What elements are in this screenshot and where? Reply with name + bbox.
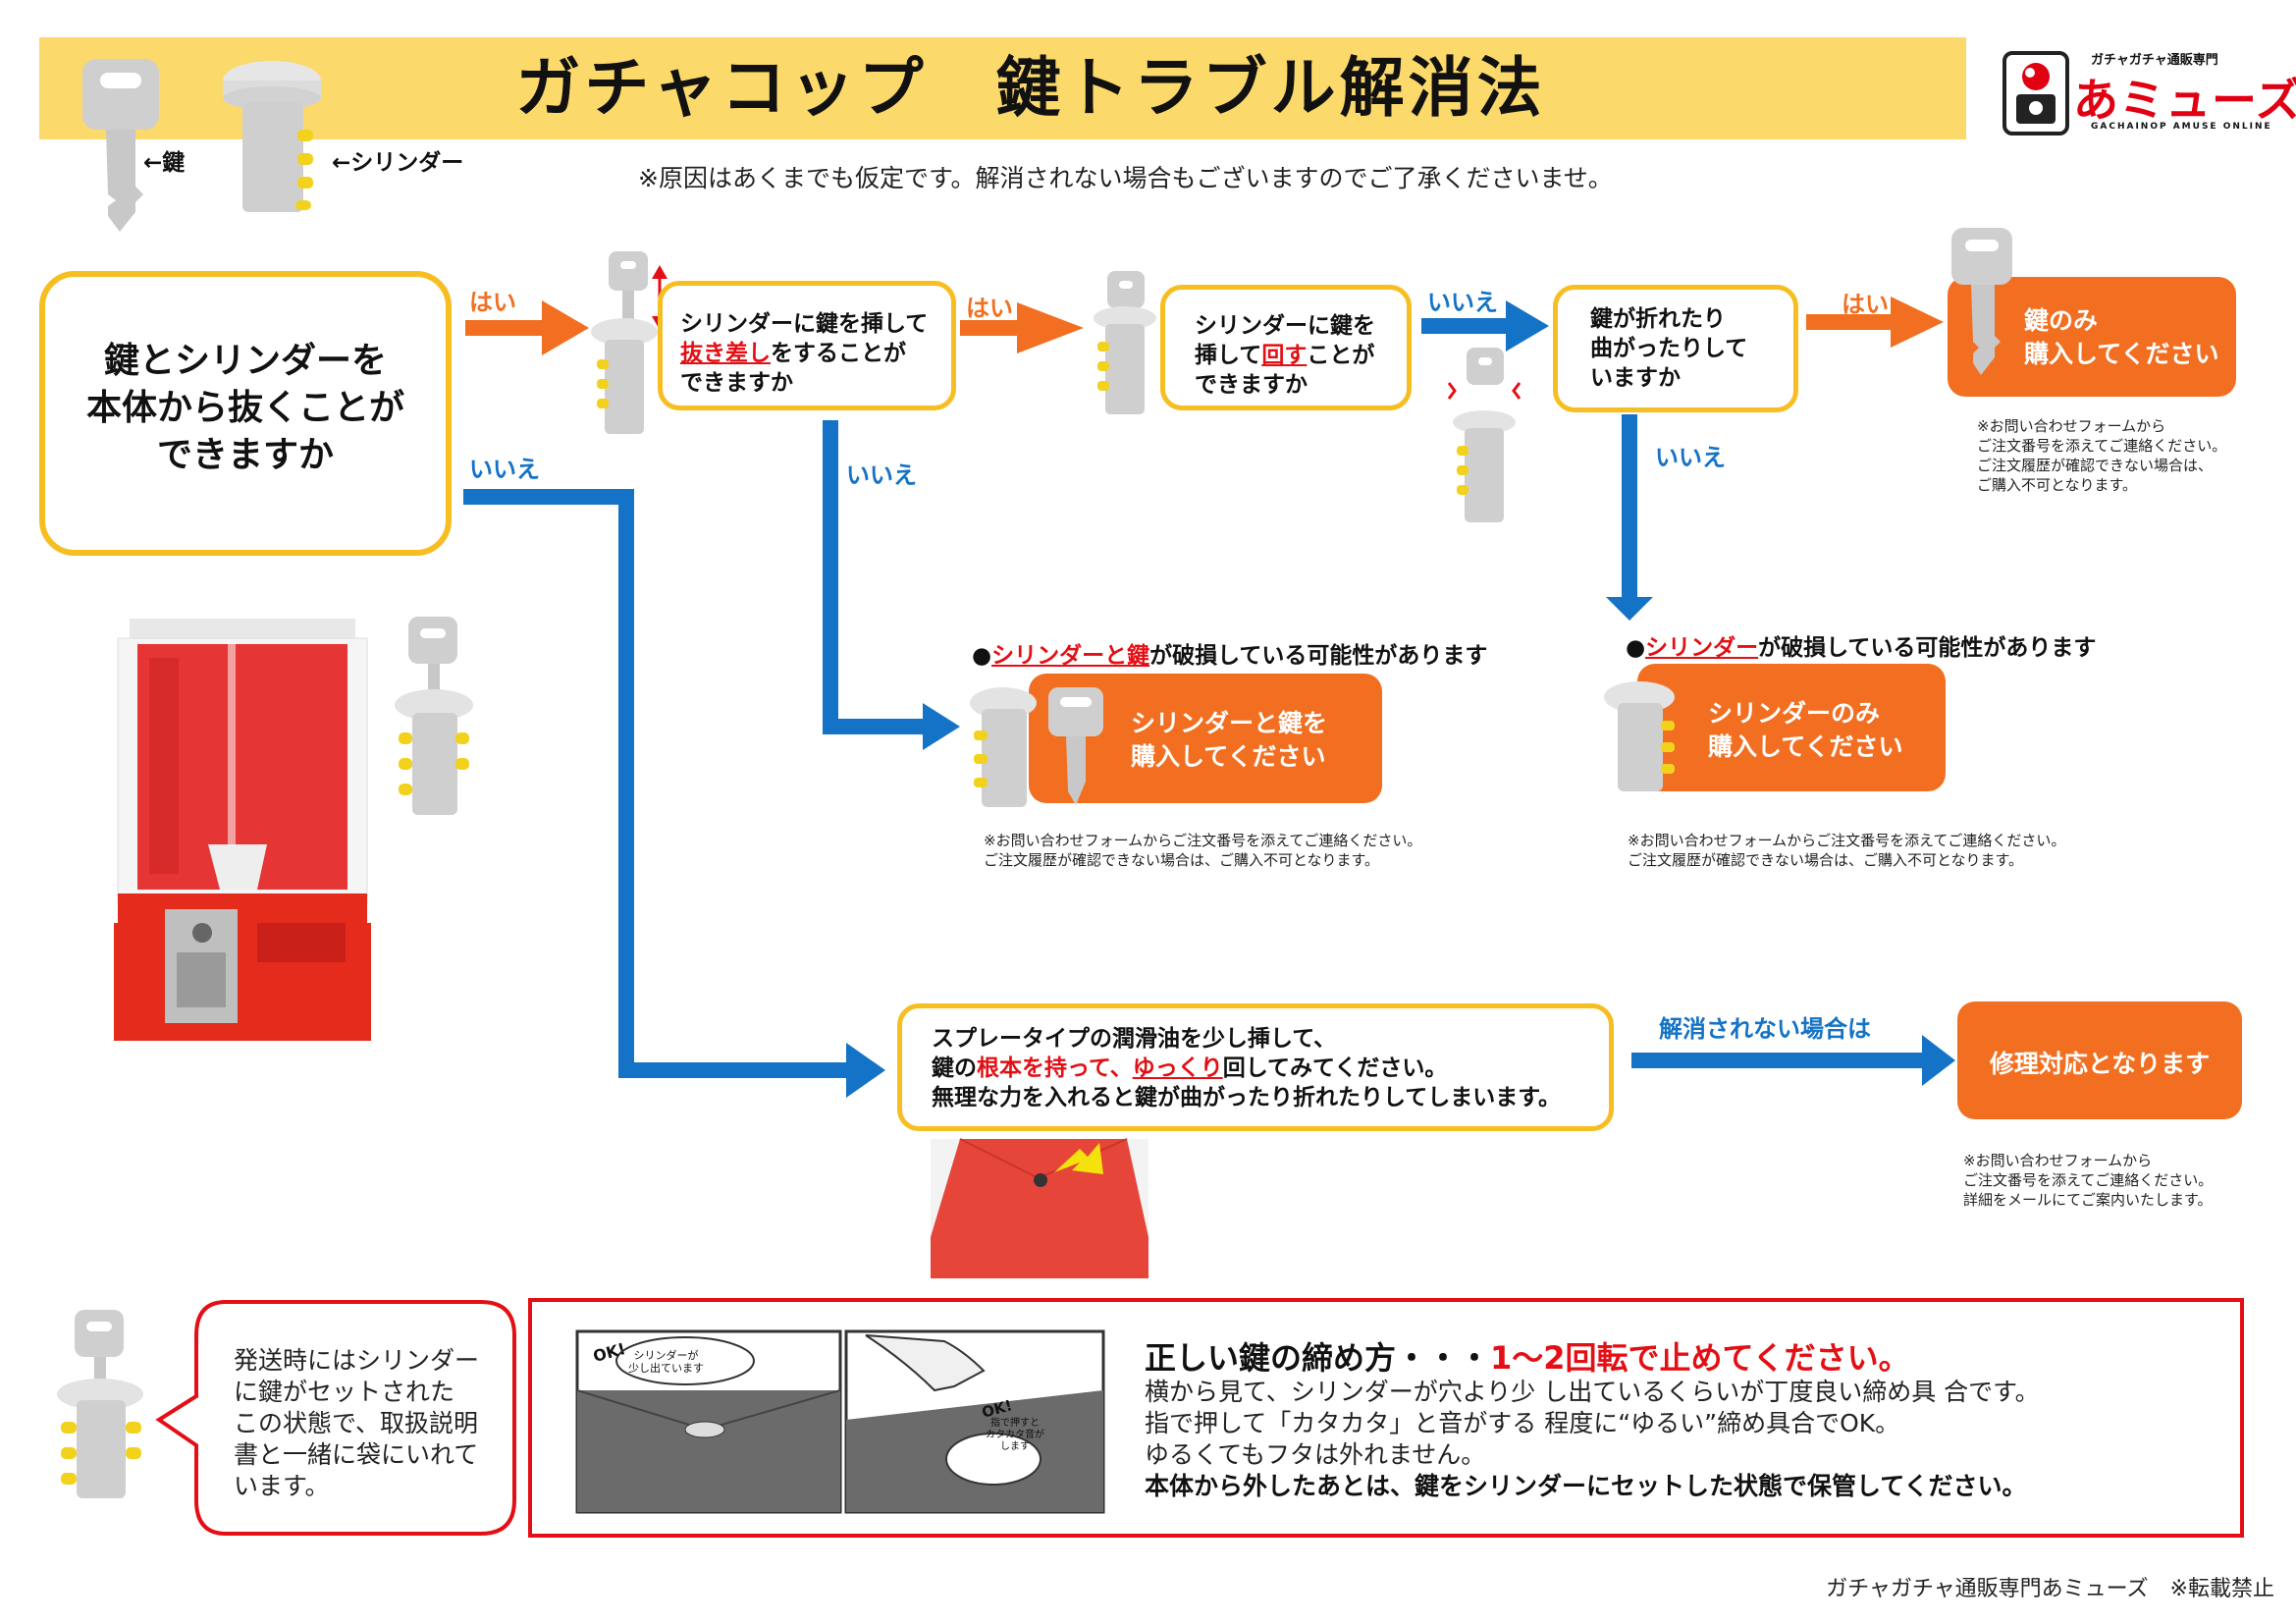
howto-line1: 横から見て、シリンダーが穴より少 し出ているくらいが丁度良い締め具 合です。: [1145, 1378, 2040, 1406]
lube-line1: スプレータイプの潤滑油を少し挿して、: [932, 1026, 1337, 1052]
shipping-set-illustration: [57, 1310, 143, 1498]
result-key-only-text: 鍵のみ 購入してください: [2024, 306, 2219, 368]
warn-cylinder-em: シリンダー: [1645, 635, 1759, 661]
howto-line2: 指で押して「カタカタ」と音がする 程度に“ゆるい”締め具合でOK。: [1145, 1409, 1900, 1437]
lube-line2-comma: 、: [1109, 1056, 1133, 1081]
key-cylinder-illustration: [591, 251, 658, 434]
turning-key-illustration: [1447, 348, 1522, 522]
q3-emphasis: 回す: [1261, 343, 1308, 368]
disclaimer-note: ※原因はあくまでも仮定です。解消されない場合もございますのでご了承くださいませ。: [638, 164, 1613, 192]
q1-text: 鍵とシリンダーを 本体から抜くことが できますか: [85, 341, 404, 475]
q3-line3: できますか: [1195, 372, 1308, 398]
result-repair: 修理対応となります: [1957, 1001, 2242, 1119]
result-cyl-note: ※お問い合わせフォームからご注文番号を添えてご連絡ください。 ご注文履歴が確認で…: [1628, 832, 2066, 869]
warn-both-em2: 鍵: [1127, 643, 1150, 669]
warn-both-em1: シリンダーと: [991, 643, 1128, 669]
cylinder-only-illustration: [1604, 681, 1675, 791]
warn-both-rest: が破損している可能性があります: [1149, 643, 1488, 669]
warn-both: ●シリンダーと鍵が破損している可能性があります: [972, 643, 1488, 669]
shipping-note: 発送時にはシリンダー に鍵がセットされた この状態で、取扱説明 書と一緒に袋にい…: [234, 1346, 480, 1500]
lube-line3: 無理な力を入れると鍵が曲がったり折れたりしてしまいます。: [932, 1085, 1562, 1110]
speech-bubble: [155, 1300, 516, 1536]
page-title: ガチャコップ 鍵トラブル解消法: [515, 50, 1546, 126]
warn-cylinder-rest: が破損している可能性があります: [1758, 635, 2097, 661]
result-cyl-text: シリンダーのみ 購入してください: [1708, 699, 1903, 761]
howto-title-emphasis: 1～2回転で止めてください。: [1490, 1339, 1910, 1377]
q1-no-label: いいえ: [469, 456, 540, 483]
q2-yes-label: はい: [966, 295, 1013, 322]
q4-box: [1553, 285, 1798, 412]
legend-cylinder-label: ←シリンダー: [332, 150, 464, 176]
lube-line2-em2: ゆっくり: [1132, 1056, 1223, 1081]
q1-yes-label: はい: [469, 289, 516, 316]
key-cylinder-set-illustration: [395, 617, 473, 815]
q3-box: シリンダーに鍵を 挿して回すことが できますか: [1160, 285, 1412, 410]
result-cylinder-only: シリンダーのみ 購入してください: [1637, 664, 1946, 791]
q2-line2-rest: をすることが: [771, 341, 906, 366]
key-illustration: [82, 59, 159, 232]
cylinder-and-key-illustration: [970, 687, 1103, 807]
q1-box: [39, 271, 452, 556]
key-only-illustration: [1951, 228, 2012, 375]
q4-yes-label: はい: [1842, 291, 1889, 318]
lid-keyhole-photo: [931, 1138, 1148, 1278]
result-both-text: シリンダーと鍵を 購入してください: [1131, 709, 1328, 771]
q3-line1: シリンダーに鍵を: [1195, 313, 1375, 339]
result-repair-note: ※お問い合わせフォームから ご注文番号を添えてご連絡ください。 詳細をメールにて…: [1963, 1152, 2214, 1209]
lube-line2-em1: 根本を持って: [977, 1056, 1110, 1081]
lube-line2-rest: 回してみてください。: [1222, 1056, 1448, 1081]
warn-cylinder: ●シリンダーが破損している可能性があります: [1626, 635, 2097, 661]
q2-line1: シリンダーに鍵を挿して: [680, 311, 929, 337]
howto-line3: ゆるくてもフタは外れません。: [1145, 1440, 1486, 1469]
key-inserted-illustration: [1094, 271, 1156, 414]
title-band: [39, 37, 1966, 139]
result-key-only-note: ※お問い合わせフォームから ご注文番号を添えてご連絡ください。 ご注文履歴が確認…: [1977, 417, 2227, 494]
q4-no-label: いいえ: [1655, 444, 1726, 471]
logo-icon: [2002, 51, 2069, 135]
logo-english: GACHAINOP AMUSE ONLINE: [2091, 122, 2272, 132]
yes-arrows: [465, 297, 1944, 355]
howto-image-finger: [844, 1329, 1105, 1514]
howto-title: 正しい鍵の締め方・・・1～2回転で止めてください。: [1145, 1333, 1910, 1379]
logo-subtitle: ガチャガチャ通販専門: [2091, 53, 2218, 68]
legend-key-label: ←鍵: [143, 150, 186, 176]
q2-line3: できますか: [680, 370, 793, 396]
howto-line4: 本体から外したあとは、鍵をシリンダーにセットした状態で保管してください。: [1145, 1472, 2027, 1500]
howto-image-side-view: [575, 1329, 842, 1514]
lube-instruction-box: スプレータイプの潤滑油を少し挿して、 鍵の根本を持って、ゆっくり回してみてくださ…: [897, 1003, 1614, 1131]
cylinder-illustration: [223, 61, 321, 212]
logo-wordmark: あミューズ: [2073, 74, 2296, 127]
q4-text: 鍵が折れたり 曲がったりして いますか: [1590, 306, 1748, 391]
q2-box: シリンダーに鍵を挿して 抜き差しをすることが できますか: [658, 281, 956, 410]
howto-body: 横から見て、シリンダーが穴より少 し出ているくらいが丁度良い締め具 合です。 指…: [1145, 1377, 2040, 1502]
howto-title-main: 正しい鍵の締め方・・・: [1145, 1339, 1491, 1377]
unresolved-label: 解消されない場合は: [1659, 1015, 1871, 1043]
footer-credit: ガチャガチャ通販専門あミューズ ※転載禁止: [1826, 1577, 2274, 1601]
ok1-caption: シリンダーが 少し出ています: [628, 1349, 704, 1375]
no-arrows: [463, 300, 1955, 1098]
result-repair-text: 修理対応となります: [1989, 1050, 2211, 1078]
gachapon-machine-illustration: [114, 619, 371, 1041]
result-both-note: ※お問い合わせフォームからご注文番号を添えてご連絡ください。 ご注文履歴が確認で…: [984, 832, 1422, 869]
q3-no-label: いいえ: [1427, 289, 1498, 316]
q3-line2-b: ことが: [1307, 343, 1375, 368]
ok2-caption: 指で押すと カタカタ音が します: [986, 1418, 1044, 1452]
q3-line2-a: 挿して: [1195, 343, 1262, 368]
q2-no-label: いいえ: [846, 461, 917, 489]
howto-box: [528, 1298, 2244, 1538]
lube-line2-a: 鍵の: [932, 1056, 977, 1081]
q2-emphasis: 抜き差し: [680, 341, 771, 366]
